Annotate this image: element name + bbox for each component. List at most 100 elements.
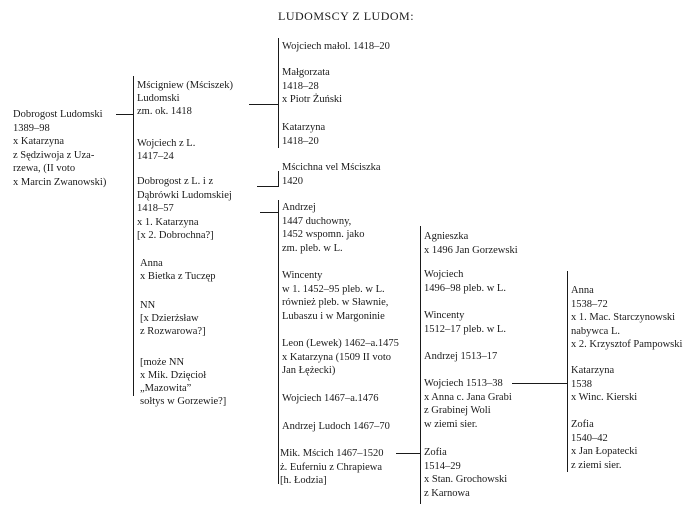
person-line: 1389–98 xyxy=(13,122,50,134)
person-line: 1538 xyxy=(571,378,592,390)
person-nn: NN [x Dzierżsław z Rozwarowa?] xyxy=(140,299,206,338)
person-line: 1417–24 xyxy=(137,151,174,162)
connector-line xyxy=(278,200,279,484)
person-line: Ludomski xyxy=(137,93,180,104)
connector-line xyxy=(116,114,133,115)
person-line: Wojciech xyxy=(424,269,464,280)
person-line: 1418–20 xyxy=(282,135,319,147)
person-line: rzewa, (II voto xyxy=(13,163,76,174)
person-wincenty: Wincenty w 1. 1452–95 pleb. w L. również… xyxy=(282,269,388,323)
person-line: x Piotr Żuński xyxy=(282,94,343,105)
person-line: Mścigniew (Mściszek) xyxy=(137,80,233,91)
person-line: 1420 xyxy=(282,176,303,187)
person-line: 1447 duchowny, xyxy=(282,215,352,227)
person-line: Dobrogost z L. i z xyxy=(137,176,214,187)
person-katarzyna: Katarzyna 1418–20 xyxy=(282,121,325,148)
person-line: x 1496 Jan Gorzewski xyxy=(424,244,518,256)
person-line: Zofia xyxy=(424,447,447,458)
person-line: x Marcin Zwanowski) xyxy=(13,176,107,188)
person-line: [x Dzierżsław xyxy=(140,313,199,324)
person-anna: Anna x Bietka z Tuczęp xyxy=(140,257,216,283)
person-line: z Grabinej Woli xyxy=(424,405,491,416)
person-leon: Leon (Lewek) 1462–a.1475 x Katarzyna (15… xyxy=(282,337,399,378)
person-line: [może NN xyxy=(140,357,185,368)
person-line: Małgorzata xyxy=(282,67,330,78)
person-dobrogost-z-l: Dobrogost z L. i z Dąbrówki Ludomskiej 1… xyxy=(137,175,232,243)
person-line: Anna xyxy=(571,285,594,296)
person-line: x Katarzyna xyxy=(13,136,65,147)
person-line: 1418–57 xyxy=(137,203,174,214)
person-line: [x 2. Dobrochna?] xyxy=(137,230,214,241)
person-line: z Rozwarowa?] xyxy=(140,326,206,337)
person-line: w 1. 1452–95 pleb. w L. xyxy=(282,283,385,295)
person-mscichna: Mścichna vel Mściszka 1420 xyxy=(282,161,381,189)
person-wojciech-1467: Wojciech 1467–a.1476 xyxy=(282,392,379,405)
person-line: Mik. Mścich 1467–1520 xyxy=(280,448,384,459)
person-line: Wojciech małol. 1418–20 xyxy=(282,41,390,52)
person-line: z Sędziwoja z Uza- xyxy=(13,149,95,161)
person-line: „Mazowita” xyxy=(140,383,192,394)
connector-line xyxy=(420,226,421,504)
person-line: x 2. Krzysztof Pampowski xyxy=(571,339,683,350)
person-line: Dąbrówki Ludomskiej xyxy=(137,189,232,201)
person-line: 1540–42 xyxy=(571,432,608,444)
person-moze-nn: [może NN x Mik. Dzięcioł „Mazowita” sołt… xyxy=(140,356,226,408)
person-line: również pleb. w Sławnie, xyxy=(282,297,389,308)
connector-line xyxy=(567,271,568,472)
person-line: [h. Łodzia] xyxy=(280,475,327,486)
person-line: Leon (Lewek) 1462–a.1475 xyxy=(282,338,399,349)
person-line: Agnieszka xyxy=(424,231,469,242)
connector-line xyxy=(249,104,278,105)
person-wojciech-malol: Wojciech małol. 1418–20 xyxy=(282,40,390,53)
person-line: Dobrogost Ludomski xyxy=(13,109,103,120)
person-line: Wojciech 1467–a.1476 xyxy=(282,393,379,404)
person-wojciech-z-l: Wojciech z L. 1417–24 xyxy=(137,137,195,163)
connector-line xyxy=(396,453,420,454)
person-mik-mscich: Mik. Mścich 1467–1520 ż. Euferniu z Chra… xyxy=(280,447,384,488)
person-line: x Stan. Grochowski xyxy=(424,474,508,485)
person-line: 1538–72 xyxy=(571,298,608,310)
person-line: 1418–28 xyxy=(282,80,319,92)
person-line: z Karnowa xyxy=(424,487,470,499)
connector-line xyxy=(260,212,278,213)
person-line: w ziemi sier. xyxy=(424,418,478,430)
person-line: 1452 wspomn. jako xyxy=(282,229,365,240)
person-zofia-1514: Zofia 1514–29 x Stan. Grochowski z Karno… xyxy=(424,446,507,500)
person-line: x 1. Mac. Starczynowski xyxy=(571,312,676,323)
person-line: Jan Łężecki) xyxy=(282,365,336,376)
person-line: Zofia xyxy=(571,419,594,430)
person-line: Katarzyna xyxy=(282,122,326,133)
person-andrzej-ludoch: Andrzej Ludoch 1467–70 xyxy=(282,420,390,433)
person-agnieszka: Agnieszka x 1496 Jan Gorzewski xyxy=(424,230,518,257)
person-line: x 1. Katarzyna xyxy=(137,216,199,228)
person-andrzej: Andrzej 1447 duchowny, 1452 wspomn. jako… xyxy=(282,201,365,255)
person-line: 1512–17 pleb. w L. xyxy=(424,323,506,335)
connector-line xyxy=(512,383,567,384)
connector-line xyxy=(133,76,134,396)
person-line: zm. ok. 1418 xyxy=(137,106,192,117)
person-line: Andrzej xyxy=(282,202,316,213)
person-line: x Katarzyna (1509 II voto xyxy=(282,351,392,363)
person-zofia-1540: Zofia 1540–42 x Jan Łopatecki z ziemi si… xyxy=(571,418,637,472)
person-mscigniew: Mścigniew (Mściszek) Ludomski zm. ok. 14… xyxy=(137,79,233,118)
person-line: Wojciech 1513–38 xyxy=(424,378,503,389)
connector-line xyxy=(278,171,279,187)
person-wojciech-1513: Wojciech 1513–38 x Anna c. Jana Grabi z … xyxy=(424,377,512,431)
person-line: 1496–98 pleb. w L. xyxy=(424,282,506,294)
person-line: Andrzej 1513–17 xyxy=(424,351,498,362)
person-wojciech-1496: Wojciech 1496–98 pleb. w L. xyxy=(424,268,506,295)
person-malgorzata: Małgorzata 1418–28 x Piotr Żuński xyxy=(282,66,342,107)
person-anna-1538: Anna 1538–72 x 1. Mac. Starczynowski nab… xyxy=(571,284,682,352)
person-line: nabywca L. xyxy=(571,325,620,337)
person-line: Wojciech z L. xyxy=(137,138,196,149)
person-line: Anna xyxy=(140,258,163,269)
person-katarzyna-1538: Katarzyna 1538 x Winc. Kierski xyxy=(571,364,637,405)
person-andrzej-1513: Andrzej 1513–17 xyxy=(424,350,497,363)
person-line: zm. pleb. w L. xyxy=(282,242,343,254)
person-line: Wincenty xyxy=(424,310,465,321)
person-line: x Anna c. Jana Grabi xyxy=(424,391,512,403)
person-line: Mścichna vel Mściszka xyxy=(282,162,381,173)
person-dobrogost-ludomski: Dobrogost Ludomski 1389–98 x Katarzyna z… xyxy=(13,108,106,189)
connector-line xyxy=(278,38,279,148)
